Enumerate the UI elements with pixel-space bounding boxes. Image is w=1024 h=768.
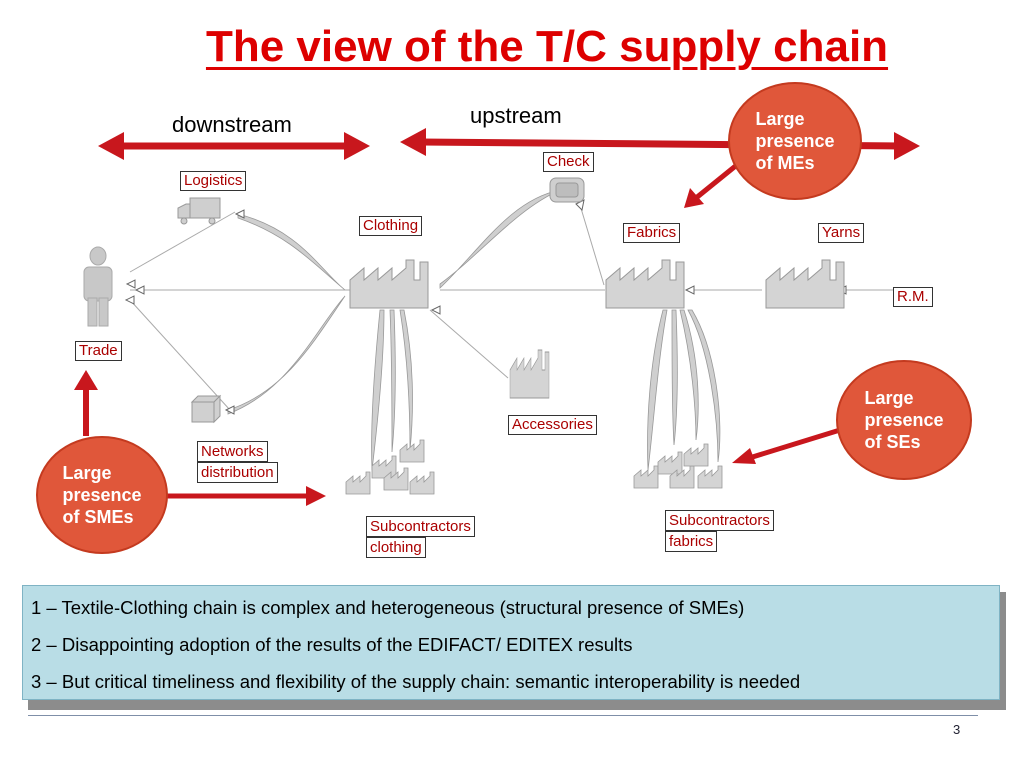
smes-bubble: Large presence of SMEs	[36, 436, 168, 554]
subcontractors-clothing-label: Subcontractors clothing	[366, 516, 475, 558]
page-number: 3	[953, 722, 961, 737]
supply-chain-diagram	[74, 128, 920, 506]
smes-pointer-arrow-right	[152, 486, 326, 506]
slide-title-text: The view of the T/C supply chain	[205, 22, 889, 71]
clothing-factory-icon	[349, 259, 429, 309]
truck-icon	[177, 197, 221, 225]
note-1: 1 – Textile-Clothing chain is complex an…	[31, 597, 745, 618]
smes-bubble-text: Large presence of SMEs	[62, 463, 142, 527]
clothing-subcontractors-icon	[345, 439, 435, 495]
check-device-icon	[549, 177, 585, 203]
check-label: Check	[543, 152, 594, 172]
fabrics-factory-icon	[605, 259, 685, 309]
networks-label-line1: Networks	[197, 441, 268, 462]
notes-panel: 1 – Textile-Clothing chain is complex an…	[22, 585, 1000, 700]
mes-bubble: Large presence of MEs	[728, 82, 862, 200]
networks-distribution-label: Networks distribution	[197, 441, 278, 483]
ses-bubble: Large presence of SEs	[836, 360, 972, 480]
trade-label: Trade	[75, 341, 122, 361]
raw-materials-label: R.M.	[893, 287, 933, 307]
upstream-label: upstream	[470, 103, 562, 128]
downstream-arrow	[98, 132, 370, 160]
accessories-factory-icon	[509, 349, 550, 399]
subcontractors-clothing-line2: clothing	[366, 537, 426, 558]
smes-pointer-arrow-up	[74, 370, 98, 436]
flow-ribbons	[227, 189, 721, 471]
note-3: 3 – But critical timeliness and flexibil…	[31, 671, 801, 692]
subcontractors-clothing-line1: Subcontractors	[366, 516, 475, 537]
yarns-label: Yarns	[818, 223, 865, 243]
mes-pointer-arrow	[684, 162, 740, 208]
clothing-label: Clothing	[359, 216, 423, 236]
ses-bubble-text: Large presence of SEs	[864, 388, 944, 452]
accessories-label: Accessories	[508, 415, 597, 435]
yarns-factory-icon	[765, 259, 845, 309]
subcontractors-fabrics-line2: fabrics	[665, 531, 718, 552]
person-icon	[83, 246, 113, 327]
slide-title: The view of the T/C supply chain	[0, 22, 1024, 72]
subcontractors-fabrics-label: Subcontractors fabrics	[665, 510, 774, 552]
logistics-label: Logistics	[180, 171, 247, 191]
subcontractors-fabrics-line1: Subcontractors	[665, 510, 774, 531]
fabrics-label: Fabrics	[623, 223, 681, 243]
note-2: 2 – Disappointing adoption of the result…	[31, 634, 633, 655]
mes-bubble-text: Large presence of MEs	[755, 109, 835, 173]
flow-lines	[129, 204, 893, 411]
footer-divider	[28, 715, 978, 716]
networks-label-line2: distribution	[197, 462, 278, 483]
package-icon	[190, 394, 222, 424]
flow-arrowheads	[124, 199, 847, 415]
downstream-label: downstream	[172, 112, 292, 137]
ses-pointer-arrow	[732, 427, 841, 464]
